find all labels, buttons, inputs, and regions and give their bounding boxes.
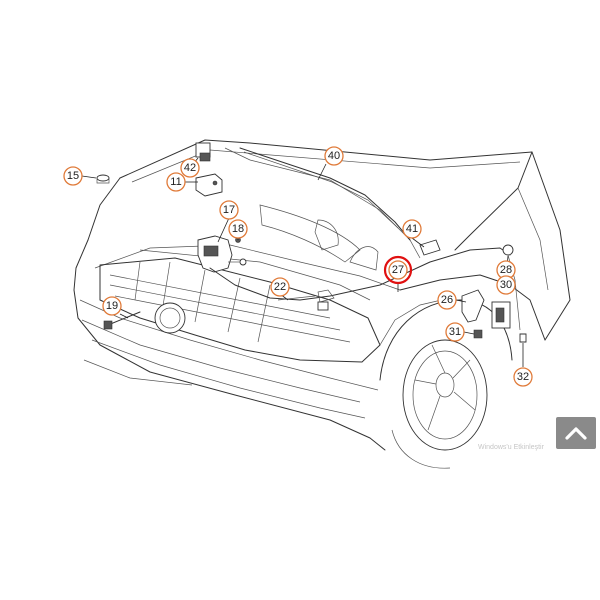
svg-text:40: 40	[328, 150, 340, 162]
callout-30: 30	[496, 275, 516, 295]
svg-text:32: 32	[517, 371, 529, 383]
callout-27-highlighted: 27	[383, 255, 413, 285]
svg-text:17: 17	[223, 204, 235, 216]
callout-22: 22	[270, 277, 290, 297]
callout-11: 11	[166, 172, 186, 192]
svg-text:11: 11	[170, 176, 181, 188]
svg-text:28: 28	[500, 264, 512, 276]
windows-activation-watermark: Windows'u Etkinleştir	[478, 444, 544, 451]
callout-31: 31	[445, 322, 465, 342]
callout-26: 26	[437, 290, 457, 310]
svg-text:31: 31	[449, 326, 461, 338]
svg-text:15: 15	[67, 170, 79, 182]
svg-text:30: 30	[500, 279, 512, 291]
svg-text:41: 41	[406, 223, 418, 235]
callout-18: 18	[228, 219, 248, 239]
callout-17: 17	[219, 200, 239, 220]
callout-28: 28	[496, 260, 516, 280]
svg-text:22: 22	[274, 281, 286, 293]
callout-41: 41	[402, 219, 422, 239]
chevron-up-icon	[565, 427, 587, 440]
clip-15	[96, 174, 110, 182]
svg-text:42: 42	[184, 162, 196, 174]
svg-text:18: 18	[232, 223, 244, 235]
car-body	[73, 139, 571, 469]
callout-19: 19	[102, 296, 122, 316]
callout-42: 42	[180, 158, 200, 178]
svg-text:19: 19	[106, 300, 118, 312]
callout-32: 32	[513, 367, 533, 387]
svg-text:27: 27	[392, 264, 404, 276]
highlight-ring	[383, 255, 413, 285]
parts	[96, 142, 527, 343]
svg-text:26: 26	[441, 294, 453, 306]
scroll-to-top-button[interactable]	[556, 417, 596, 449]
callouts: 15 42 11 40 17 18 41 27 28 30 22 26 19 3…	[63, 146, 533, 387]
callout-40: 40	[324, 146, 344, 166]
callout-15: 15	[63, 166, 83, 186]
